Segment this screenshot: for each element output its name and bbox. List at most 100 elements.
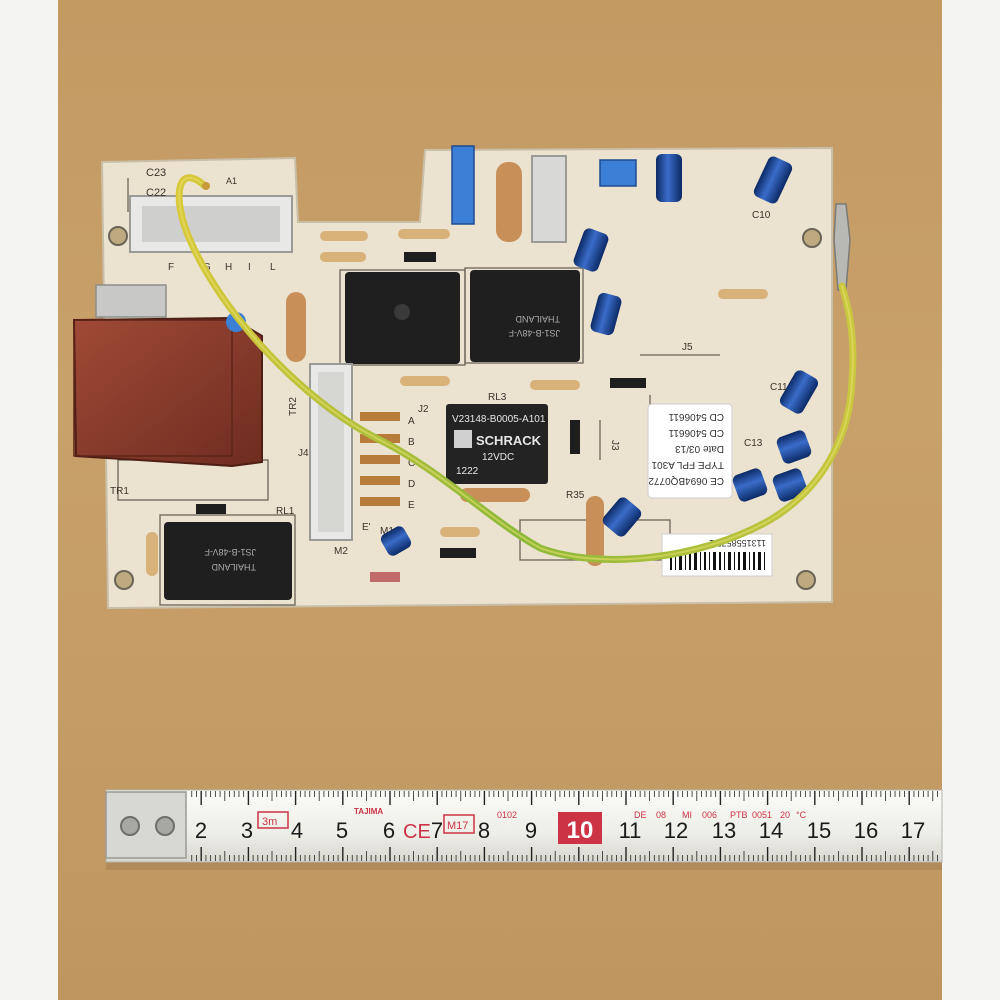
mounting-holes — [108, 226, 822, 590]
tape-number: 3 — [241, 818, 253, 843]
silk-j4: J4 — [298, 448, 309, 459]
tape-mark: °C — [796, 810, 807, 820]
tape-mark: 08 — [656, 810, 666, 820]
crystal-component — [531, 155, 567, 243]
resistor — [460, 488, 530, 502]
resistor — [440, 527, 480, 537]
tape-mark: PTB — [730, 810, 748, 820]
capacitor — [380, 526, 412, 556]
resistor — [320, 252, 366, 262]
tape-number: 2 — [195, 818, 207, 843]
tape-number: 17 — [901, 818, 925, 843]
tape-highlight-10 — [558, 812, 602, 844]
diode — [570, 420, 580, 454]
row-letter-e: E — [408, 500, 415, 511]
connector-inner — [142, 206, 280, 242]
relay-bottom-left: THAILAND JS1-B-48V-F — [164, 522, 292, 600]
schrack-code: 1222 — [456, 466, 479, 477]
tape-number: 5 — [336, 818, 348, 843]
tape-mark: 0102 — [497, 810, 517, 820]
silk-j2: J2 — [418, 404, 429, 415]
resistor-vertical — [586, 496, 604, 566]
resistor-vertical — [286, 292, 306, 362]
tape-number: 11 — [619, 818, 642, 843]
background-left-edge — [0, 0, 58, 1000]
capacitor — [732, 468, 768, 502]
tape-numbers: 2 3 4 5 6 7 8 9 10 11 12 13 14 15 16 17 — [195, 817, 925, 844]
silk-j5: J5 — [682, 342, 693, 353]
relay-marking: THAILAND — [211, 562, 256, 572]
tape-mark: 3m — [262, 816, 277, 828]
sticker-line: CD 5406611 — [668, 427, 724, 438]
silk-m1: M1 — [380, 526, 394, 537]
electrolytic-capacitors — [380, 154, 819, 556]
row-letter-a: A — [408, 416, 415, 427]
relay-marking: JS1-B-48V-F — [508, 328, 560, 338]
sticker-line: TYPE FPL A301 — [651, 459, 724, 470]
tape-number: 4 — [291, 818, 303, 843]
tape-number: 9 — [525, 818, 537, 843]
capacitor — [590, 292, 622, 336]
sticker-line: Date 03/13 — [675, 443, 724, 454]
tape-mark: 20 — [780, 810, 790, 820]
tape-number: 7 — [431, 818, 443, 843]
relay-schrack: V23148-B0005-A101 SCHRACK 12VDC 1222 — [446, 404, 548, 484]
tape-number: 14 — [759, 818, 783, 843]
film-capacitor — [599, 159, 637, 187]
capacitor — [602, 497, 642, 537]
row-letter-c: C — [408, 458, 415, 469]
tape-number: 10 — [567, 817, 594, 844]
tape-mark: TAJIMA — [354, 807, 383, 816]
sticker-line: CD 5406611 — [668, 411, 724, 422]
capacitor — [779, 370, 819, 414]
diode — [404, 252, 436, 262]
silver-component — [95, 284, 167, 318]
diode — [196, 504, 226, 514]
silk-c22: C22 — [146, 187, 166, 199]
capacitor — [753, 156, 793, 204]
mounting-hole — [802, 228, 822, 248]
wire-tip — [202, 182, 210, 190]
resistors — [146, 162, 768, 576]
row-letter-b: B — [408, 437, 415, 448]
relay-marking: THAILAND — [515, 314, 560, 324]
film-capacitor — [451, 145, 475, 225]
tape-mark: MI — [682, 810, 692, 820]
silk-tr2: TR2 — [288, 397, 299, 416]
ground-wire-highlight — [178, 176, 854, 561]
silk-m2: M2 — [334, 546, 348, 557]
row-letter-e-prime: E' — [362, 522, 371, 533]
tape-mark: CE — [403, 821, 431, 843]
relay-marking: JS1-B-48V-F — [204, 547, 256, 557]
connector-j4-inner — [318, 372, 344, 532]
barcode-bars — [670, 552, 765, 570]
capacitor — [656, 154, 682, 202]
tape-number: 12 — [664, 818, 688, 843]
sticker-line: CE 0694BQ0772 — [648, 475, 724, 486]
silk-rl3: RL3 — [488, 392, 507, 403]
tape-ticks — [191, 791, 938, 861]
diode — [610, 378, 646, 388]
capacitor — [772, 468, 808, 502]
resistor-vertical — [496, 162, 522, 242]
tape-mark: 006 — [702, 810, 717, 820]
diode — [370, 572, 400, 582]
relay-center-right: JS1-B-48V-F THAILAND — [470, 270, 580, 362]
tape-body — [105, 789, 943, 863]
silk-c11: C11 — [770, 382, 788, 393]
rivet-icon — [120, 816, 140, 836]
tape-number: 13 — [712, 818, 736, 843]
certification-sticker: CE 0694BQ0772 TYPE FPL A301 Date 03/13 C… — [647, 403, 733, 499]
silk-rl1: RL1 — [276, 506, 295, 517]
silk-c23: C23 — [146, 167, 166, 179]
diodes — [196, 252, 646, 582]
capacitor — [573, 228, 609, 272]
resistor — [398, 229, 450, 239]
mounting-hole — [108, 226, 128, 246]
transformer — [72, 316, 263, 468]
silk-j3: J3 — [609, 440, 620, 451]
ground-terminal — [833, 203, 851, 291]
schrack-voltage: 12VDC — [482, 452, 514, 463]
